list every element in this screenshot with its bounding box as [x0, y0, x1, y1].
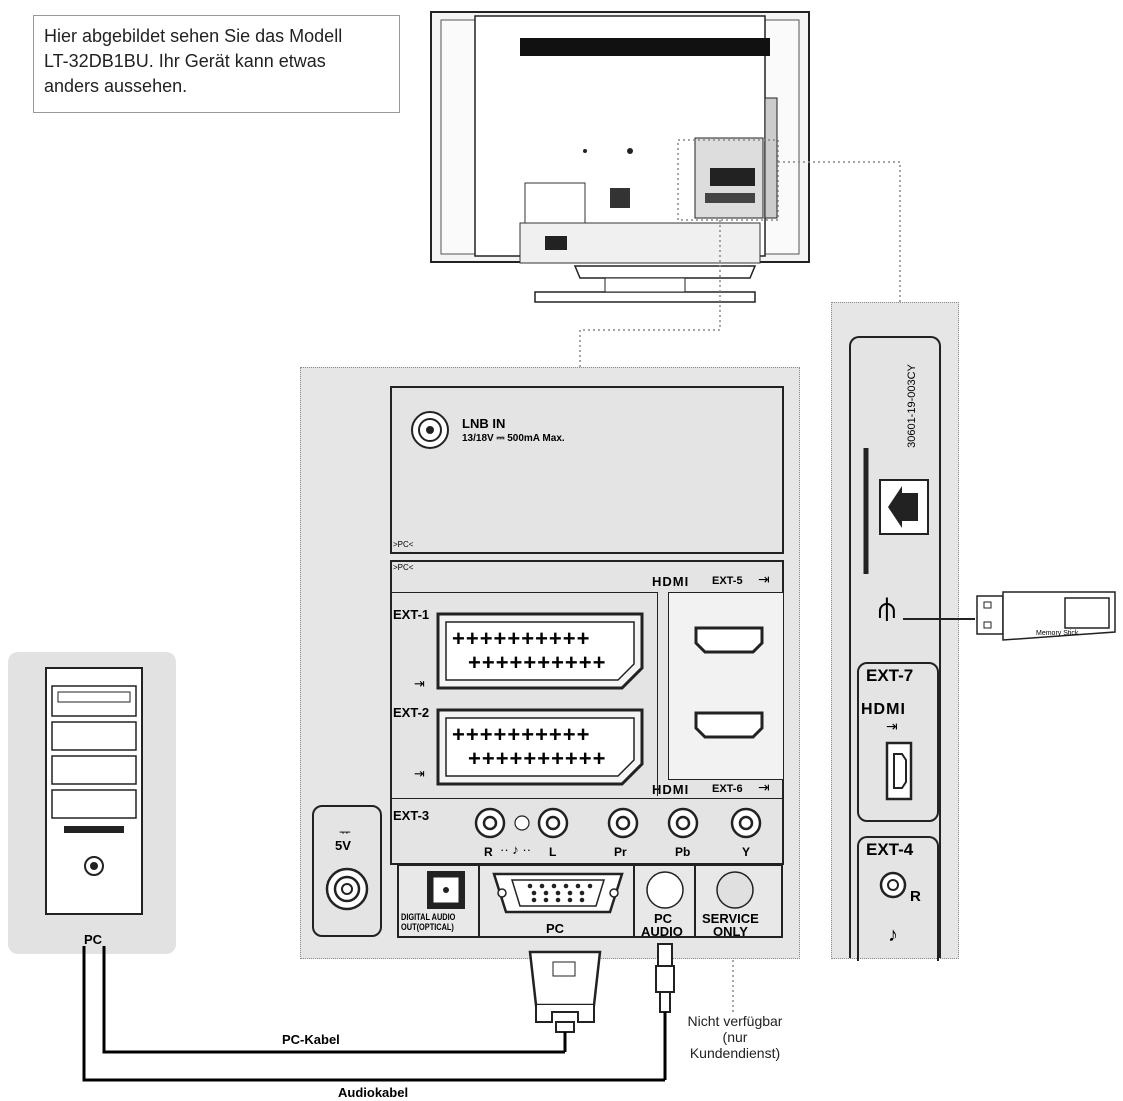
ext4-audio-icon: ♪: [888, 924, 898, 946]
unavailable-note-line-1: Nicht verfügbar: [687, 1013, 783, 1029]
model-note-line-2: LT-32DB1BU. Ihr Gerät kann etwas: [44, 51, 326, 71]
pc-audio-label-1: PC: [654, 911, 673, 926]
jack-label-pr: Pr: [614, 845, 627, 859]
pc-vga-port[interactable]: [488, 868, 628, 918]
hdmi-logo-ext6: HDMI: [652, 782, 690, 797]
ext4-box: [857, 836, 939, 961]
jack-label-r: R: [484, 845, 493, 859]
ext2-label: EXT-2: [393, 705, 430, 720]
hdmi-ports-box: [668, 592, 784, 780]
model-note-line-3: anders aussehen.: [44, 76, 188, 96]
ext1-label: EXT-1: [393, 607, 430, 622]
side-panel-code: 30601-19-003CY: [906, 364, 918, 448]
side-hdmi-port[interactable]: [884, 740, 914, 802]
pc-mark-lower: >PC<: [393, 563, 414, 572]
service-port: [716, 871, 754, 909]
ext4-label: EXT-4: [864, 840, 916, 860]
divider-3: [694, 866, 696, 936]
unavailable-note-line-3: Kundendienst): [689, 1045, 781, 1061]
scart-pins-ext2-top: ++++++++++: [452, 722, 591, 747]
ext4-r-label: R: [910, 888, 921, 905]
scart-pins-ext1-bottom: ++++++++++: [468, 650, 607, 675]
pc-audio-jack[interactable]: [641, 866, 689, 914]
usb-memory-stick: [976, 591, 1116, 641]
memory-stick-label: Memory Stick: [1036, 630, 1079, 637]
pc-cable-label: PC-Kabel: [282, 1032, 340, 1047]
ext3-label: EXT-3: [393, 808, 430, 823]
input-arrow-icon-ext1: ⇥: [414, 676, 425, 691]
pc-audio-label-2: AUDIO: [641, 924, 683, 939]
scart-pins-ext1-top: ++++++++++: [452, 626, 591, 651]
antenna-5v-label: 5V: [335, 838, 351, 853]
ext3-jacks[interactable]: [470, 805, 770, 845]
tv-rear-illustration: [430, 11, 810, 303]
unavailable-note: Nicht verfügbar (nur Kundendienst): [676, 1013, 794, 1061]
ext3-row: [392, 798, 784, 860]
service-label-1: SERVICE: [702, 911, 759, 926]
side-hdmi-logo: HDMI: [861, 701, 906, 718]
hdmi-port-ext5[interactable]: [693, 625, 765, 655]
input-arrow-icon-ext6: ⇥: [758, 779, 770, 795]
scart-pins-ext2-bottom: ++++++++++: [468, 746, 607, 771]
ext4-jack[interactable]: [878, 870, 908, 900]
digital-audio-label-2: OUT(OPTICAL): [401, 922, 454, 932]
input-arrow-icon-ext5: ⇥: [758, 571, 770, 587]
hdmi-port-ext6[interactable]: [693, 710, 765, 740]
jack-label-pb: Pb: [675, 845, 691, 859]
antenna-connector[interactable]: [324, 866, 370, 912]
input-arrow-icon-ext7: ⇥: [886, 718, 898, 734]
audio-note-icon: ·· ♪ ··: [500, 842, 532, 857]
scart-port-ext2[interactable]: [432, 706, 648, 788]
lnb-spec: 13/18V ⎓ 500mA Max.: [462, 433, 565, 444]
jack-label-l: L: [549, 845, 557, 859]
divider-2: [633, 866, 635, 936]
lnb-connector-icon: [411, 411, 449, 449]
unavailable-note-line-2: (nur: [722, 1029, 748, 1045]
divider-1: [478, 866, 480, 936]
pc-mark-upper: >PC<: [393, 540, 414, 549]
model-note-line-1: Hier abgebildet sehen Sie das Modell: [44, 26, 343, 46]
ext7-label: EXT-7: [864, 666, 916, 686]
model-note: Hier abgebildet sehen Sie das Modell LT-…: [33, 15, 400, 113]
lnb-section: [390, 386, 784, 554]
service-label-2: ONLY: [713, 924, 748, 939]
pc-tower-illustration: [45, 667, 143, 915]
usb-icon: ⫛: [878, 592, 896, 625]
scart-box: [392, 592, 658, 796]
hdmi-logo-ext5: HDMI: [652, 574, 690, 589]
pc-label: PC: [84, 932, 103, 947]
ext7-box: [857, 662, 939, 822]
usb-lead: [903, 618, 975, 620]
input-arrow-icon-ext2: ⇥: [414, 766, 425, 781]
ext6-label: EXT-6: [712, 783, 743, 795]
card-slot-icon: [863, 448, 929, 574]
ext5-label: EXT-5: [712, 575, 743, 587]
digital-audio-label-1: DIGITAL AUDIO: [401, 912, 456, 922]
lnb-title: LNB IN: [462, 416, 506, 431]
scart-port-ext1[interactable]: [432, 610, 648, 692]
antenna-icon: ᅲ: [339, 825, 351, 840]
optical-port[interactable]: [424, 868, 470, 912]
pc-port-label: PC: [546, 921, 565, 936]
audio-cable-label: Audiokabel: [338, 1085, 409, 1100]
jack-label-y: Y: [742, 845, 751, 859]
